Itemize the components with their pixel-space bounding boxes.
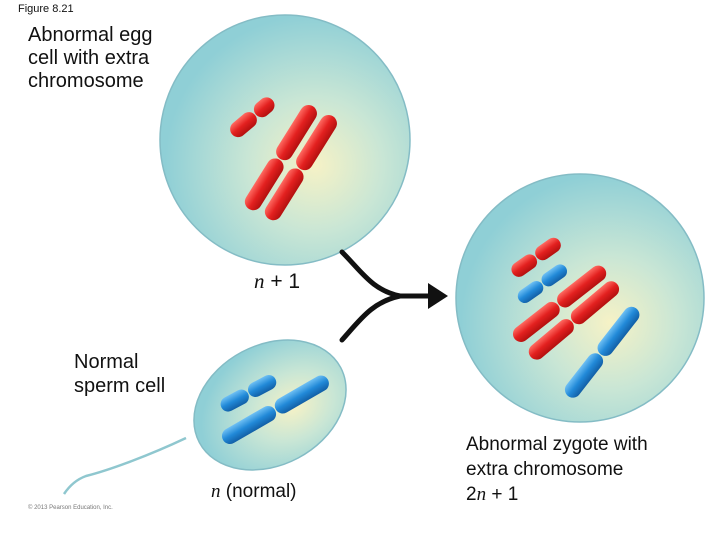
egg-ploidy-label: n + 1: [254, 269, 300, 294]
copyright-notice: © 2013 Pearson Education, Inc.: [28, 505, 113, 511]
zygote-cell: [455, 173, 705, 423]
zygote-chromosomes: [511, 237, 640, 398]
chromosome-paternal-long-z1: [564, 306, 640, 398]
sperm-cell: [62, 339, 347, 495]
chromosome-maternal-long-2: [264, 115, 337, 221]
egg-ploidy-rest: + 1: [264, 270, 301, 293]
chromosome-maternal-long-z2: [528, 281, 620, 360]
sperm-caption: Normal sperm cell: [74, 350, 194, 398]
egg-caption-line: Abnormal egg: [28, 24, 153, 46]
sperm-ploidy-label: n (normal): [211, 481, 297, 503]
fusion-arrow: [339, 249, 448, 343]
zygote-caption: Abnormal zygote with extra chromosome 2n…: [466, 432, 716, 507]
zygote-ploidy-prefix: 2: [466, 484, 477, 505]
chromosome-paternal-short-z1: [517, 264, 568, 304]
sperm-caption-line: Normal: [74, 351, 139, 373]
egg-ploidy-var: n: [254, 269, 265, 293]
egg-chromosomes: [230, 97, 337, 221]
zygote-ploidy-label: 2n + 1: [466, 482, 716, 507]
egg-caption-line: cell with extra: [28, 47, 150, 69]
egg-caption-line: chromosome: [28, 70, 144, 92]
sperm-caption-line: sperm cell: [74, 375, 166, 397]
figure-label: Figure 8.21: [18, 3, 74, 15]
zygote-ploidy-rest: + 1: [486, 484, 519, 505]
zygote-ploidy-var: n: [476, 484, 487, 505]
zygote-caption-line: extra chromosome: [466, 459, 624, 480]
sperm-ploidy-var: n: [211, 481, 221, 502]
chromosome-maternal-short-z1: [511, 237, 561, 277]
zygote-caption-line: Abnormal zygote with: [466, 434, 648, 455]
egg-caption: Abnormal egg cell with extra chromosome: [28, 24, 188, 93]
chromosome-maternal-short-1: [230, 97, 275, 138]
chromosome-paternal-long-1: [221, 375, 329, 444]
chromosome-paternal-short-1: [220, 374, 277, 412]
chromosome-maternal-long-z1: [512, 265, 607, 342]
sperm-ploidy-rest: (normal): [220, 481, 297, 502]
chromosome-maternal-long-1: [244, 105, 317, 211]
sperm-chromosomes: [220, 374, 329, 444]
